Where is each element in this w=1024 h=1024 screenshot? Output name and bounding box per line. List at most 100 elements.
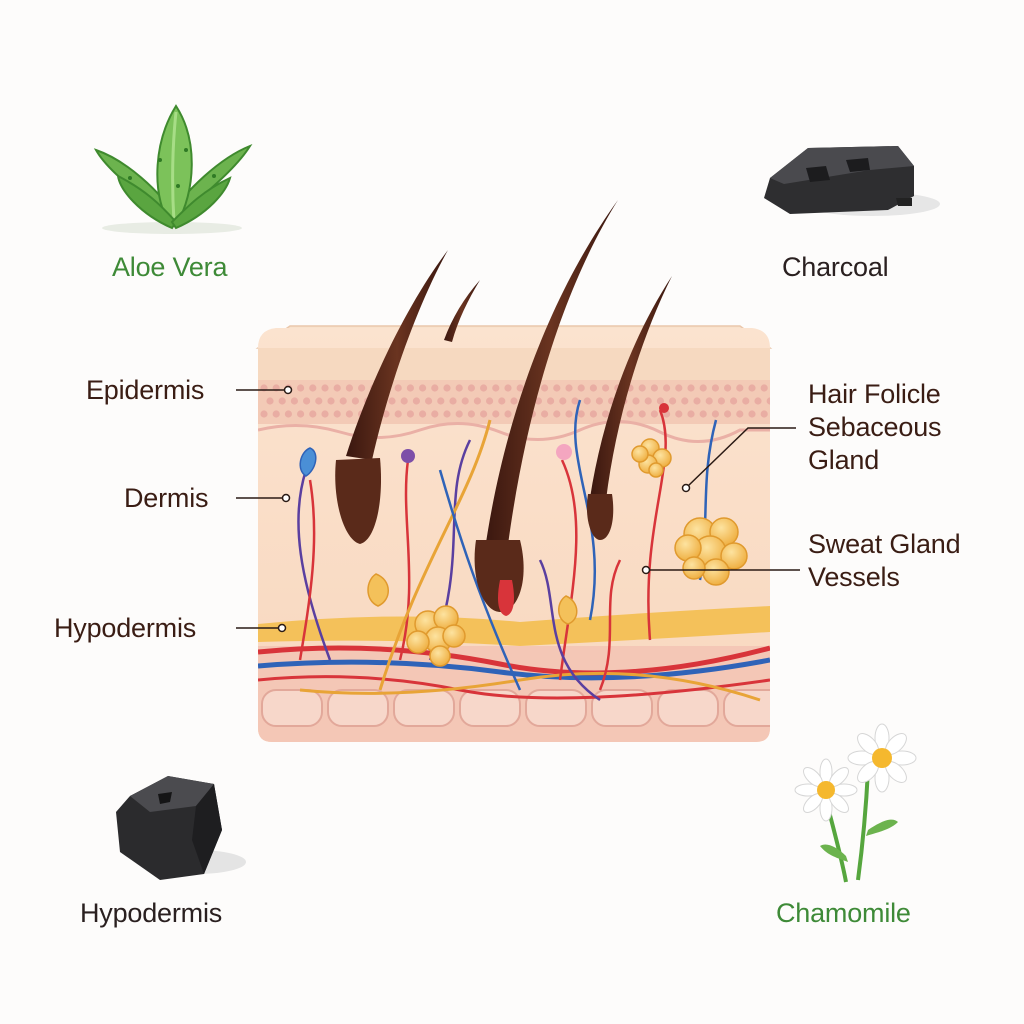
- epidermis-cell: [400, 397, 408, 405]
- label-dermis: Dermis: [124, 483, 209, 513]
- epidermis-cell: [650, 410, 659, 418]
- epidermis-cell: [327, 397, 335, 405]
- epidermis-cell: [711, 410, 720, 418]
- epidermis-cell: [559, 397, 567, 405]
- epidermis-cell: [467, 410, 475, 418]
- epidermis-cell: [492, 384, 500, 392]
- epidermis-cell: [699, 384, 707, 392]
- epidermis-cell: [553, 410, 561, 418]
- epidermis-cell: [473, 397, 481, 405]
- epidermis-cell: [687, 410, 695, 418]
- epidermis-cell: [583, 397, 591, 405]
- epidermis-cell: [290, 397, 298, 405]
- epidermis-cell: [406, 410, 414, 418]
- sweat-glands: [299, 403, 669, 625]
- epidermis-cell: [656, 397, 665, 405]
- epidermis-cell: [443, 384, 451, 392]
- epidermis-cell: [333, 384, 341, 392]
- label-structures-lower: Sweat Gland Vessels: [808, 528, 961, 594]
- epidermis-cell: [504, 384, 512, 392]
- epidermis-cell: [510, 397, 518, 405]
- epidermis-cell: [321, 384, 329, 392]
- hair-shafts: [346, 200, 672, 560]
- epidermis-cell: [705, 397, 713, 405]
- epidermis-cell: [602, 410, 610, 418]
- artery-horizontal: [258, 645, 770, 676]
- epidermis-cell: [687, 384, 695, 392]
- epidermis-cell: [339, 397, 347, 405]
- hair-follicles: [335, 458, 614, 616]
- sebaceous-gland-clusters: [406, 438, 748, 667]
- epidermis-cell: [675, 410, 683, 418]
- epidermis-cell: [278, 397, 286, 405]
- epidermis-cell: [266, 397, 274, 405]
- epidermis-cell: [431, 384, 439, 392]
- epidermis-cell: [724, 384, 732, 392]
- label-charcoal-bottom: Hypodermis: [80, 898, 223, 928]
- epidermis-cell: [443, 410, 451, 418]
- hypodermis-fat-band: [258, 606, 770, 646]
- epidermis-cell: [589, 384, 598, 392]
- epidermis-cell: [419, 410, 427, 418]
- epidermis-cell: [736, 384, 744, 392]
- epidermis-cell: [754, 397, 762, 405]
- epidermis-cell: [693, 397, 701, 405]
- epidermis-cell: [419, 384, 427, 392]
- epidermis-cell: [602, 384, 610, 392]
- epidermis-cell: [467, 384, 475, 392]
- label-sebaceous: Sebaceous: [808, 412, 942, 442]
- epidermis-cell: [333, 410, 341, 418]
- epidermis-cell: [297, 410, 305, 418]
- epidermis-cell: [760, 384, 768, 392]
- vein-horizontal: [258, 657, 770, 681]
- epidermis-cell: [565, 410, 573, 418]
- leader-lines: [236, 385, 800, 633]
- epidermis-cell: [382, 410, 390, 418]
- epidermis-cell: [681, 397, 689, 405]
- epidermis-cell: [358, 384, 366, 392]
- label-epidermis: Epidermis: [86, 375, 205, 405]
- charcoal-block-icon: [764, 146, 940, 216]
- epidermis-cell: [345, 410, 353, 418]
- epidermis-cell: [589, 410, 598, 418]
- epidermis-cell: [284, 410, 292, 418]
- epidermis-cell: [351, 397, 359, 405]
- label-sweat-gland: Sweat Gland: [808, 529, 961, 559]
- label-aloe-vera: Aloe Vera: [112, 252, 228, 282]
- epidermis-cell: [272, 410, 280, 418]
- epidermis-cell: [345, 384, 353, 392]
- epidermis-cell: [577, 410, 585, 418]
- epidermis-cell: [498, 397, 506, 405]
- label-charcoal: Charcoal: [782, 252, 889, 282]
- epidermis-cell: [711, 384, 720, 392]
- epidermis-cell: [486, 397, 494, 405]
- epidermis-cell: [595, 397, 604, 405]
- epidermis-cell: [553, 384, 561, 392]
- epidermis-cell: [663, 384, 671, 392]
- epidermis-cell: [425, 397, 433, 405]
- epidermis-cell: [461, 397, 469, 405]
- epidermis-cell: [431, 410, 439, 418]
- epidermis-cell: [297, 384, 305, 392]
- epidermis-cell: [638, 410, 646, 418]
- epidermis-cell: [394, 410, 402, 418]
- epidermis-cell: [437, 397, 445, 405]
- epidermis-cell: [455, 384, 463, 392]
- epidermis-cell: [406, 384, 414, 392]
- label-chamomile: Chamomile: [776, 898, 911, 928]
- epidermis-cell: [309, 384, 317, 392]
- epidermis-cell: [541, 410, 549, 418]
- epidermis-cell: [669, 397, 677, 405]
- epidermis-cell: [571, 397, 579, 405]
- epidermis-cell: [742, 397, 750, 405]
- epidermis-cell: [303, 397, 311, 405]
- epidermis-cell: [638, 384, 646, 392]
- label-structures-upper: Hair Folicle Sebaceous Gland: [808, 378, 942, 477]
- epidermis-cell: [315, 397, 323, 405]
- label-vessels: Vessels: [808, 562, 900, 592]
- epidermis-cell: [309, 410, 317, 418]
- epidermis-cell: [730, 397, 738, 405]
- epidermis-cell: [699, 410, 707, 418]
- epidermis-cell: [541, 384, 549, 392]
